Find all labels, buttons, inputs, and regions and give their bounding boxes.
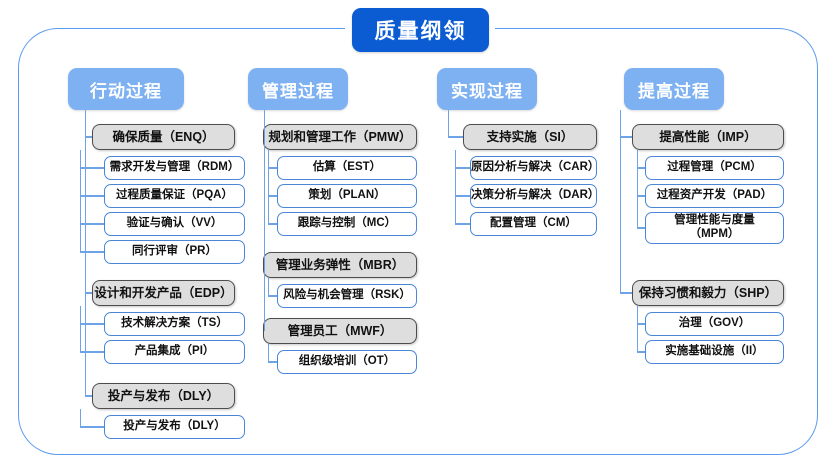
connector-group-to-leaf <box>80 195 104 197</box>
connector-trunk-to-group <box>448 136 463 138</box>
connector-group-subtrunk <box>637 150 639 228</box>
connector-group-to-leaf <box>80 167 104 169</box>
connector-group-subtrunk <box>268 344 270 362</box>
connector-group-to-leaf <box>80 223 104 225</box>
leaf-box-管理过程-1-2[interactable]: 策划（PLAN） <box>277 184 417 208</box>
leaf-box-行动过程-2-1[interactable]: 技术解决方案（TS） <box>104 312 245 336</box>
connector-group-to-leaf <box>637 195 645 197</box>
leaf-box-管理过程-2-1[interactable]: 风险与机会管理（RSK） <box>277 284 417 308</box>
group-box-管理过程-1[interactable]: 规划和管理工作（PMW） <box>263 124 417 150</box>
leaf-box-提高过程-1-2[interactable]: 过程资产开发（PAD） <box>645 184 784 208</box>
column-header-1[interactable]: 行动过程 <box>68 68 184 110</box>
connector-group-subtrunk <box>80 409 82 427</box>
leaf-box-提高过程-1-1[interactable]: 过程管理（PCM） <box>645 156 784 180</box>
connector-trunk-to-group <box>85 292 92 294</box>
group-box-提高过程-1[interactable]: 提高性能（IMP） <box>632 124 784 150</box>
column-header-3[interactable]: 实现过程 <box>437 68 537 110</box>
connector-group-to-leaf <box>455 223 470 225</box>
connector-group-to-leaf <box>455 195 470 197</box>
connector-group-subtrunk <box>80 306 82 352</box>
connector-group-to-leaf <box>80 426 104 428</box>
leaf-box-行动过程-3-1[interactable]: 投产与发布（DLY） <box>104 415 245 439</box>
column-header-4[interactable]: 提高过程 <box>624 68 724 110</box>
leaf-box-管理过程-1-3[interactable]: 跟踪与控制（MC） <box>277 212 417 236</box>
leaf-box-行动过程-1-1[interactable]: 需求开发与管理（RDM） <box>104 156 245 180</box>
connector-column-trunk <box>448 110 450 137</box>
leaf-box-行动过程-2-2[interactable]: 产品集成（PI） <box>104 340 245 364</box>
leaf-box-实现过程-1-2[interactable]: 决策分析与解决（DAR） <box>470 184 599 208</box>
connector-column-trunk <box>620 110 622 293</box>
connector-group-to-leaf <box>268 195 277 197</box>
connector-column-trunk <box>264 110 266 331</box>
connector-group-to-leaf <box>637 227 645 229</box>
group-box-行动过程-3[interactable]: 投产与发布（DLY） <box>92 383 235 409</box>
column-header-2[interactable]: 管理过程 <box>248 68 348 110</box>
diagram-title: 质量纲领 <box>352 8 489 52</box>
leaf-box-行动过程-1-4[interactable]: 同行评审（PR） <box>104 240 245 264</box>
leaf-box-提高过程-1-3[interactable]: 管理性能与度量（MPM） <box>645 212 784 244</box>
group-box-行动过程-2[interactable]: 设计和开发产品（EDP） <box>92 280 235 306</box>
connector-group-to-leaf <box>268 167 277 169</box>
leaf-box-实现过程-1-1[interactable]: 原因分析与解决（CAR） <box>470 156 599 180</box>
connector-group-to-leaf <box>80 351 104 353</box>
group-box-提高过程-2[interactable]: 保持习惯和毅力（SHP） <box>632 280 784 306</box>
connector-group-to-leaf <box>268 295 277 297</box>
connector-group-to-leaf <box>455 167 470 169</box>
connector-trunk-to-group <box>85 395 92 397</box>
connector-group-to-leaf <box>637 323 645 325</box>
group-box-管理过程-3[interactable]: 管理员工（MWF） <box>263 318 417 344</box>
connector-group-to-leaf <box>80 251 104 253</box>
connector-group-to-leaf <box>637 351 645 353</box>
connector-trunk-to-group <box>620 136 632 138</box>
group-box-管理过程-2[interactable]: 管理业务弹性（MBR） <box>263 252 417 278</box>
leaf-box-管理过程-3-1[interactable]: 组织级培训（OT） <box>277 350 417 374</box>
connector-group-subtrunk <box>268 278 270 296</box>
leaf-box-管理过程-1-1[interactable]: 估算（EST） <box>277 156 417 180</box>
connector-group-to-leaf <box>268 223 277 225</box>
group-box-实现过程-1[interactable]: 支持实施（SI） <box>463 124 597 150</box>
connector-trunk-to-group <box>620 292 632 294</box>
connector-group-subtrunk <box>455 150 457 224</box>
connector-group-to-leaf <box>268 361 277 363</box>
connector-group-subtrunk <box>80 150 82 252</box>
connector-group-to-leaf <box>637 167 645 169</box>
connector-group-subtrunk <box>637 306 639 352</box>
leaf-box-提高过程-2-2[interactable]: 实施基础设施（II） <box>645 340 784 364</box>
connector-group-subtrunk <box>268 150 270 224</box>
connector-trunk-to-group <box>85 136 92 138</box>
leaf-box-提高过程-2-1[interactable]: 治理（GOV） <box>645 312 784 336</box>
leaf-box-行动过程-1-2[interactable]: 过程质量保证（PQA） <box>104 184 245 208</box>
connector-column-trunk <box>85 110 87 396</box>
connector-group-to-leaf <box>80 323 104 325</box>
leaf-box-行动过程-1-3[interactable]: 验证与确认（VV） <box>104 212 245 236</box>
leaf-box-实现过程-1-3[interactable]: 配置管理（CM） <box>470 212 597 236</box>
group-box-行动过程-1[interactable]: 确保质量（ENQ） <box>92 124 235 150</box>
